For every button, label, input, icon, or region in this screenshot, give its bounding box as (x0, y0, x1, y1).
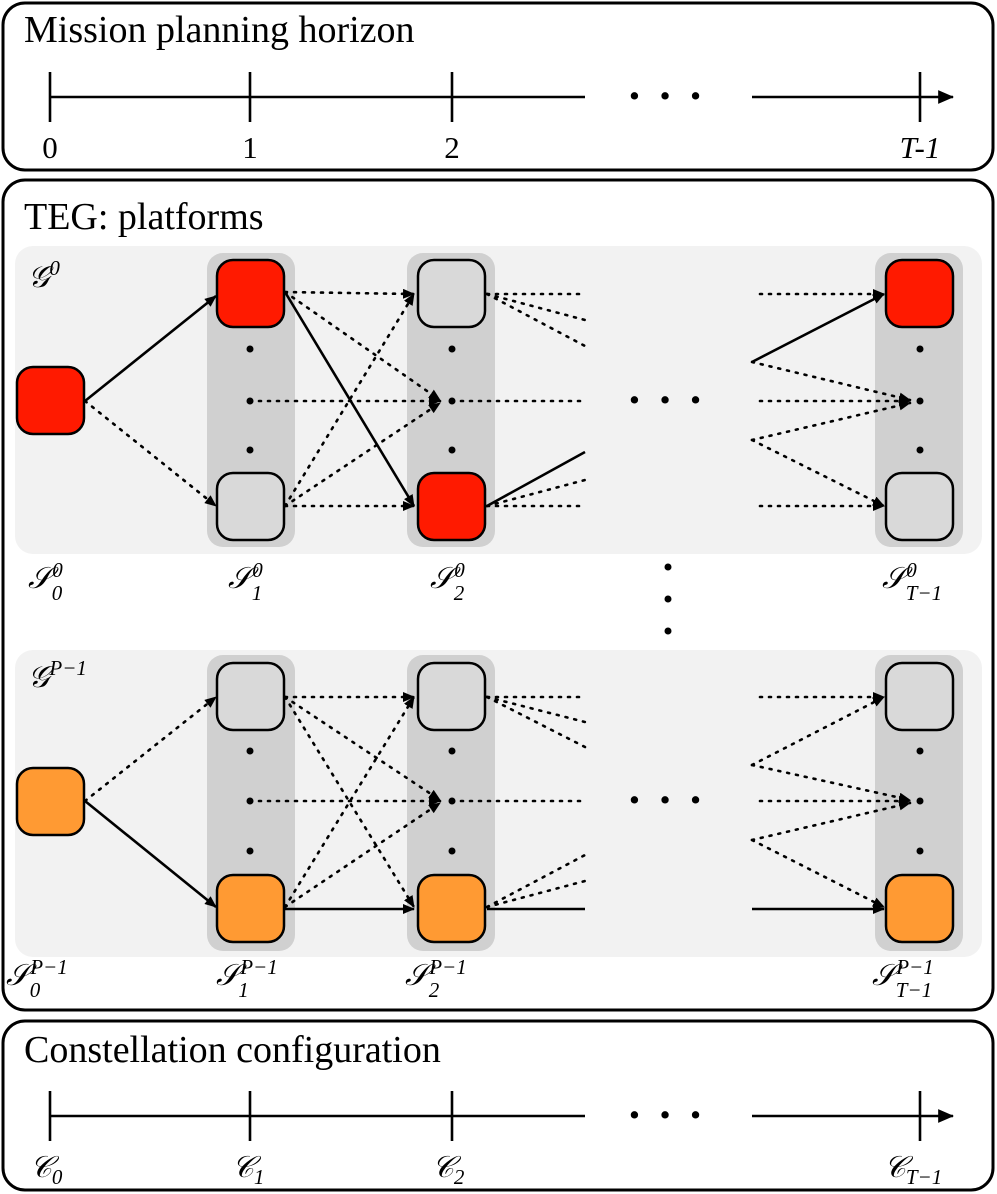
inactive-edge (750, 800, 912, 842)
inactive-edge (750, 838, 886, 909)
inactive-state-node (416, 258, 487, 329)
column-dots (246, 747, 924, 855)
teg-platforms-panel: TEG: platforms 𝒢0 (1, 178, 995, 1012)
inactive-edge (750, 763, 912, 803)
inactive-edge (283, 288, 416, 299)
active-state-node (416, 471, 487, 542)
inactive-edge (485, 292, 587, 322)
inactive-edge (750, 400, 912, 442)
active-edge (751, 292, 885, 364)
horizon-ellipsis: • • • (629, 78, 707, 113)
active-state-node (884, 873, 955, 944)
active-state-node (884, 258, 955, 329)
constellation-ellipsis: • • • (629, 1097, 707, 1132)
inactive-edge (485, 695, 587, 749)
inactive-state-node (215, 661, 286, 732)
inactive-edge (485, 695, 587, 724)
horizon-timeline: 0 1 2 T-1 • • • (42, 72, 955, 165)
graph-ellipsis: • • • (629, 782, 707, 817)
inactive-state-node (416, 661, 487, 732)
active-state-node (215, 873, 286, 944)
inactive-edge (283, 292, 416, 508)
active-state-node (215, 258, 286, 329)
inactive-edge (750, 438, 886, 508)
inactive-state-node (215, 471, 286, 542)
graph-edges (83, 692, 912, 914)
inactive-edge (485, 853, 587, 909)
constellation-tick-label: 𝒞2 (432, 1150, 465, 1189)
column-dots (246, 345, 924, 454)
inactive-edge (283, 801, 442, 909)
inactive-edge (485, 879, 587, 909)
graph-ellipsis: • • • (629, 382, 707, 417)
active-state-node (15, 365, 86, 436)
graph-label: 𝒢P−1 (28, 656, 87, 695)
horizon-frame (1, 1, 995, 172)
active-state-node (416, 873, 487, 944)
inactive-edge (283, 695, 442, 802)
active-state-node (15, 766, 86, 837)
horizon-tick-label: 0 (42, 130, 58, 165)
horizon-tick-label: 2 (444, 130, 460, 165)
inactive-edge (750, 695, 886, 767)
inactive-state-node (884, 471, 955, 542)
active-edge (84, 294, 217, 403)
constellation-configuration-panel: Constellation configuration 𝒞0 𝒞1 𝒞2 𝒞T−… (1, 1019, 995, 1192)
graph-edges (83, 288, 912, 511)
active-edge (486, 450, 586, 508)
active-edge (84, 799, 217, 909)
horizon-title: Mission planning horizon (24, 9, 415, 51)
constellation-timeline: 𝒞0 𝒞1 𝒞2 𝒞T−1 • • • (30, 1091, 955, 1189)
platform-0-graph: 𝒢0 (15, 246, 982, 605)
horizon-tick-label: 1 (242, 130, 258, 165)
constellation-title: Constellation configuration (24, 1029, 441, 1071)
inactive-edge (750, 360, 912, 403)
inactive-edge (485, 478, 587, 508)
teg-title: TEG: platforms (24, 196, 264, 238)
horizon-tick-label: T-1 (900, 130, 941, 165)
constellation-frame (1, 1019, 995, 1192)
inactive-edge (83, 399, 218, 508)
inactive-edge (83, 695, 218, 803)
inactive-edge (283, 401, 442, 508)
mission-planning-horizon-panel: Mission planning horizon 0 1 2 T-1 • • • (1, 1, 995, 172)
inactive-state-node (884, 661, 955, 732)
platform-ellipsis (664, 563, 672, 635)
inactive-edge (485, 292, 587, 348)
platform-p-1-graph: 𝒢P−1 (6, 650, 982, 1002)
